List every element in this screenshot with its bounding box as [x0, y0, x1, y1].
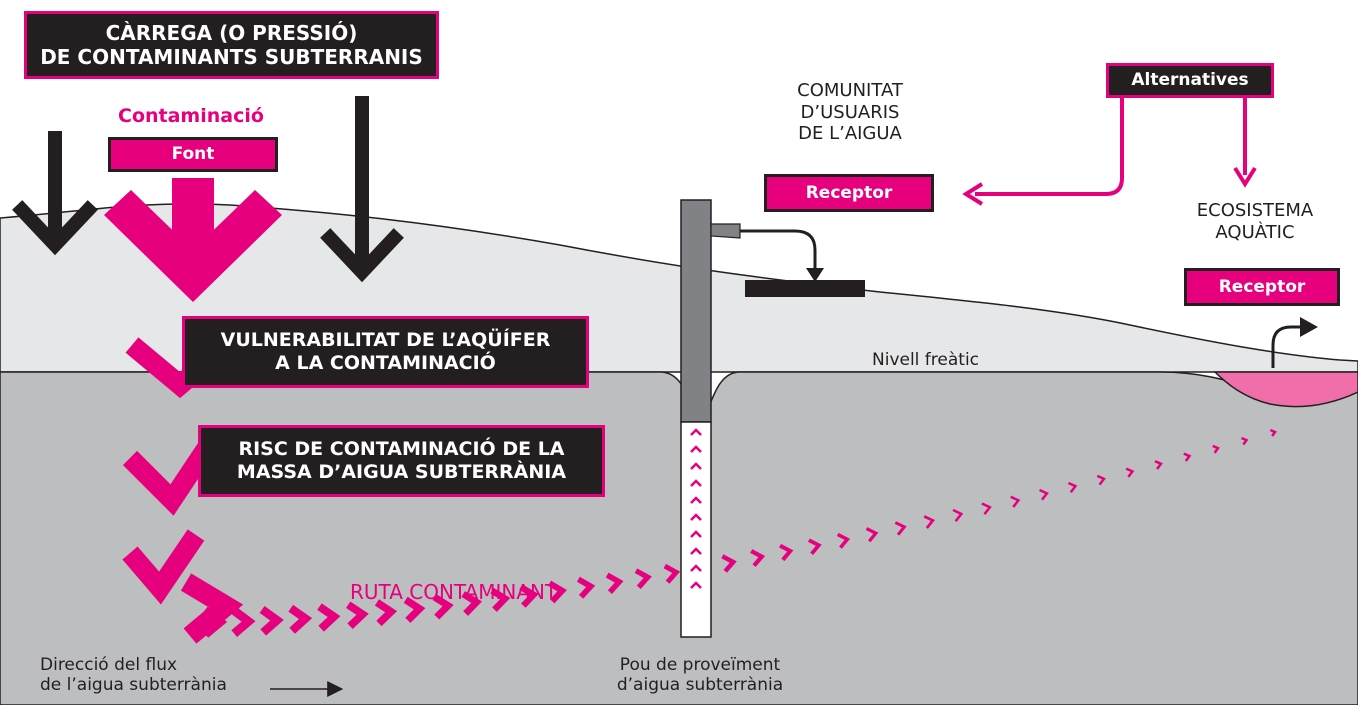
route-chevron: [346, 601, 369, 630]
source-label: Font: [171, 144, 215, 165]
receptor-ecosystem-label: Receptor: [1218, 276, 1306, 297]
route-chevron: [1039, 488, 1049, 501]
well-caret: [690, 547, 702, 555]
route-chevron: [923, 515, 935, 529]
risk-box: RISC DE CONTAMINACIÓ DE LA MASSA D’AIGUA…: [198, 425, 605, 497]
pump-pipe: [740, 229, 817, 272]
source-arrow: [104, 178, 282, 302]
ecosystem-label: ECOSISTEMA AQUÀTIC: [1180, 200, 1330, 243]
well-caret: [690, 462, 702, 470]
flow-direction-label: Direcció del flux de l’aigua subterrània: [40, 655, 227, 696]
route-chevron: [288, 604, 313, 634]
community-line2: D’USUARIS: [800, 101, 900, 123]
pressure-title-line1: CÀRREGA (O PRESSIÓ): [105, 21, 358, 45]
well-caret: [690, 513, 702, 521]
alternatives-arrowhead-users: [962, 182, 984, 206]
flow-direction-line2: de l’aigua subterrània: [40, 675, 227, 696]
well-label-line2: d’aigua subterrània: [616, 675, 784, 696]
receptor-users-box: Receptor: [764, 174, 934, 212]
well-label-line1: Pou de proveïment: [619, 655, 781, 675]
vulnerability-line1: VULNERABILITAT DE L’AQÜÍFER: [220, 329, 551, 352]
route-chevron: [894, 521, 907, 536]
route-chevron: [1269, 428, 1277, 437]
route-chevron: [432, 594, 454, 620]
route-chevron: [374, 599, 398, 627]
vulnerability-box: VULNERABILITAT DE L’AQÜÍFER A LA CONTAMI…: [182, 316, 589, 388]
route-chevron: [1154, 460, 1163, 470]
route-chevron: [1067, 481, 1078, 494]
route-chevron: [403, 596, 426, 623]
ecosystem-line2: AQUÀTIC: [1215, 221, 1295, 243]
well-caret: [690, 479, 702, 487]
route-chevron: [1212, 444, 1220, 454]
load-arrow-right: [320, 96, 404, 283]
pump-pipe-arrowhead: [806, 268, 824, 282]
route-chevron: [317, 603, 341, 632]
route-chevron: [1010, 495, 1021, 508]
pressure-title-box: CÀRREGA (O PRESSIÓ) DE CONTAMINANTS SUBT…: [24, 11, 439, 79]
well-flow-carets: [690, 428, 702, 589]
route-chevron: [952, 508, 964, 522]
route-chevron: [519, 584, 539, 608]
well-caret: [690, 530, 702, 538]
route-chevron: [230, 606, 256, 637]
route-chevron: [808, 538, 822, 555]
pump-outlet: [710, 223, 741, 239]
route-chevron: [202, 606, 228, 638]
route-chevron: [1241, 436, 1249, 446]
receptor-users-label: Receptor: [805, 182, 893, 203]
community-line1: COMUNITAT: [797, 80, 903, 101]
route-chevron: [548, 580, 567, 604]
route-chevrons: [202, 428, 1277, 638]
community-label: COMUNITAT D’USUARIS DE L’AIGUA: [760, 80, 940, 145]
vulnerability-line2: A LA CONTAMINACIÓ: [275, 352, 496, 374]
pressure-title-line2: DE CONTAMINANTS SUBTERRANIS: [40, 45, 423, 69]
lake: [1213, 371, 1358, 408]
water-table-label: Nivell freàtic: [872, 350, 980, 370]
lake-outlet-arrow: [1271, 325, 1302, 368]
route-chevron: [259, 605, 284, 636]
route-chevron: [721, 554, 737, 573]
alternatives-arrow-to-users: [975, 98, 1124, 196]
community-line3: DE L’AIGUA: [798, 123, 902, 145]
risk-line1: RISC DE CONTAMINACIÓ DE LA: [238, 438, 565, 461]
receptor-ecosystem-box: Receptor: [1184, 268, 1340, 306]
route-chevron: [1183, 452, 1192, 462]
route-chevron: [663, 563, 681, 584]
well-screen: [680, 421, 712, 638]
route-chevron: [490, 587, 511, 612]
route-chevron: [461, 591, 482, 616]
route-chevron: [605, 572, 624, 594]
route-chevron: [750, 549, 766, 568]
well-caret: [690, 445, 702, 453]
route-chevron: [1125, 467, 1135, 478]
well-caret: [690, 581, 702, 589]
alternatives-label: Alternatives: [1131, 70, 1249, 91]
well-caret: [690, 496, 702, 504]
well-label: Pou de proveïment d’aigua subterrània: [605, 655, 795, 696]
well-pipe: [680, 199, 712, 423]
contamination-label: Contaminació: [118, 105, 264, 127]
lake-outlet-arrowhead: [1300, 317, 1318, 337]
route-chevron: [634, 568, 652, 589]
route-chevron: [981, 502, 992, 515]
flow-direction-line1: Direcció del flux: [40, 655, 178, 675]
well-caret: [690, 564, 702, 572]
well-caret: [690, 428, 702, 436]
alternatives-arrowhead-ecosystem: [1233, 166, 1257, 188]
route-chevron: [1096, 474, 1106, 486]
water-tank: [745, 280, 865, 297]
source-box: Font: [108, 137, 278, 172]
ecosystem-line1: ECOSISTEMA: [1196, 200, 1314, 221]
alternatives-box: Alternatives: [1106, 63, 1274, 98]
route-chevron: [865, 527, 879, 543]
load-arrow-left: [12, 131, 98, 256]
route-label: RUTA CONTAMINANT: [350, 580, 558, 604]
route-chevron: [779, 543, 794, 562]
route-chevron: [836, 532, 851, 549]
route-chevron: [576, 576, 596, 599]
risk-line2: MASSA D’AIGUA SUBTERRÀNIA: [236, 461, 567, 483]
